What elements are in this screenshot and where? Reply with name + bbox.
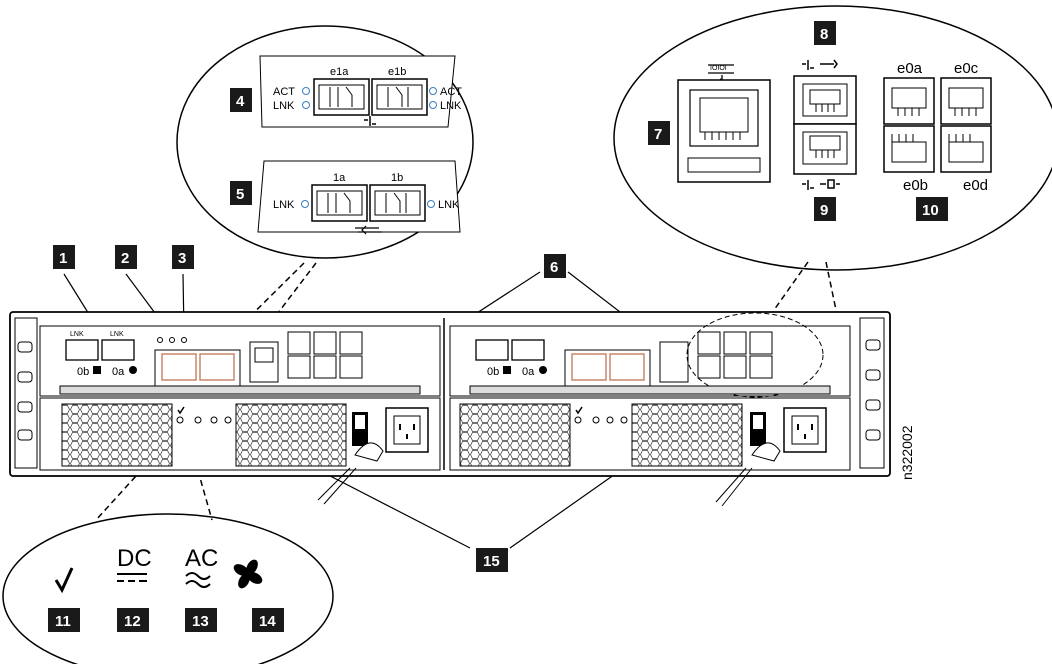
callout-badge-7: 7 [648, 121, 670, 145]
ethernet-port-e0a [884, 78, 934, 124]
callout-badge-1: 1 [53, 245, 75, 269]
port-label-0b: 0b [77, 366, 89, 378]
fc-port-e1a [314, 79, 369, 115]
callout-badge-8: 8 [814, 21, 836, 45]
controller-a: 0b 0a LNK LNK [40, 326, 440, 396]
mgmt-port-wrench [794, 76, 856, 124]
led-label-act-left: ACT [273, 86, 295, 98]
callout-badge-3: 3 [172, 245, 194, 269]
dc-symbol-label: DC [117, 545, 152, 572]
callout-badge-5: 5 [230, 181, 252, 205]
mgmt-port-acp [794, 124, 856, 174]
serial-console-label: IOIOI [710, 65, 727, 72]
port-label-e1a: e1a [330, 66, 349, 78]
svg-text:9: 9 [820, 202, 828, 219]
sas-port-1b [370, 185, 425, 221]
callout-badge-11: 11 [48, 608, 80, 632]
port-label-e0d: e0d [963, 177, 988, 194]
svg-text:1: 1 [59, 250, 67, 267]
svg-text:11: 11 [55, 613, 71, 630]
callout-badge-15: 15 [476, 548, 508, 572]
svg-text:10: 10 [922, 202, 939, 219]
port-label-0a-b: 0a [522, 366, 535, 378]
svg-text:12: 12 [124, 613, 141, 630]
led-label-lnk-1b: LNK [438, 199, 460, 211]
svg-text:5: 5 [236, 186, 244, 203]
svg-text:15: 15 [483, 553, 500, 570]
callout-bubble-ports-7-10: IOIOI e0a e0c e0b e0d [614, 6, 1052, 270]
led-label-lnk-left: LNK [273, 100, 295, 112]
callout-badge-12: 12 [117, 608, 149, 632]
callout-bubble-ports-4-5: e1a e1b ACT LNK ACT LNK 1a 1b LNK LNK [177, 26, 473, 258]
port-label-1b: 1b [391, 172, 403, 184]
svg-text:14: 14 [259, 613, 276, 630]
callout-badge-14: 14 [252, 608, 284, 632]
svg-text:4: 4 [236, 93, 245, 110]
controller-b: 0b 0a [450, 313, 850, 397]
svg-text:13: 13 [192, 613, 209, 630]
serial-console-port [678, 80, 770, 182]
storage-chassis: 0b 0a LNK LNK 0b [10, 312, 890, 506]
svg-text:7: 7 [654, 126, 662, 143]
led-lnk-small: LNK [70, 331, 84, 338]
callout-badge-13: 13 [185, 608, 217, 632]
callout-badge-6: 6 [544, 254, 566, 278]
led-label-act-right: ACT [440, 86, 462, 98]
sas-port-1a [312, 185, 367, 221]
svg-text:8: 8 [820, 26, 828, 43]
svg-text:3: 3 [178, 250, 186, 267]
fc-port-e1b [372, 79, 427, 115]
figure-id: n322002 [899, 425, 915, 480]
port-label-0b-b: 0b [487, 366, 499, 378]
callout-badge-2: 2 [115, 245, 137, 269]
callout-badge-9: 9 [814, 197, 836, 221]
callout-badge-10: 10 [916, 197, 948, 221]
port-label-e0c: e0c [954, 60, 979, 77]
callout-bubble-leds-11-14: DC AC [3, 514, 333, 664]
led-lnk-small-2: LNK [110, 331, 124, 338]
led-label-lnk-1a: LNK [273, 199, 295, 211]
port-label-e0a: e0a [897, 60, 923, 77]
ethernet-port-e0c [941, 78, 991, 124]
svg-text:6: 6 [550, 259, 558, 276]
callout-badge-4: 4 [230, 88, 252, 112]
svg-text:2: 2 [121, 250, 129, 267]
led-label-lnk-right: LNK [440, 100, 462, 112]
port-label-e0b: e0b [903, 177, 928, 194]
port-label-0a: 0a [112, 366, 125, 378]
ac-symbol-label: AC [185, 545, 218, 572]
power-supply-b [450, 398, 850, 506]
power-supply-a [40, 398, 440, 504]
port-label-1a: 1a [333, 172, 346, 184]
ethernet-port-e0b [884, 126, 934, 172]
ethernet-port-e0d [941, 126, 991, 172]
port-label-e1b: e1b [388, 66, 406, 78]
